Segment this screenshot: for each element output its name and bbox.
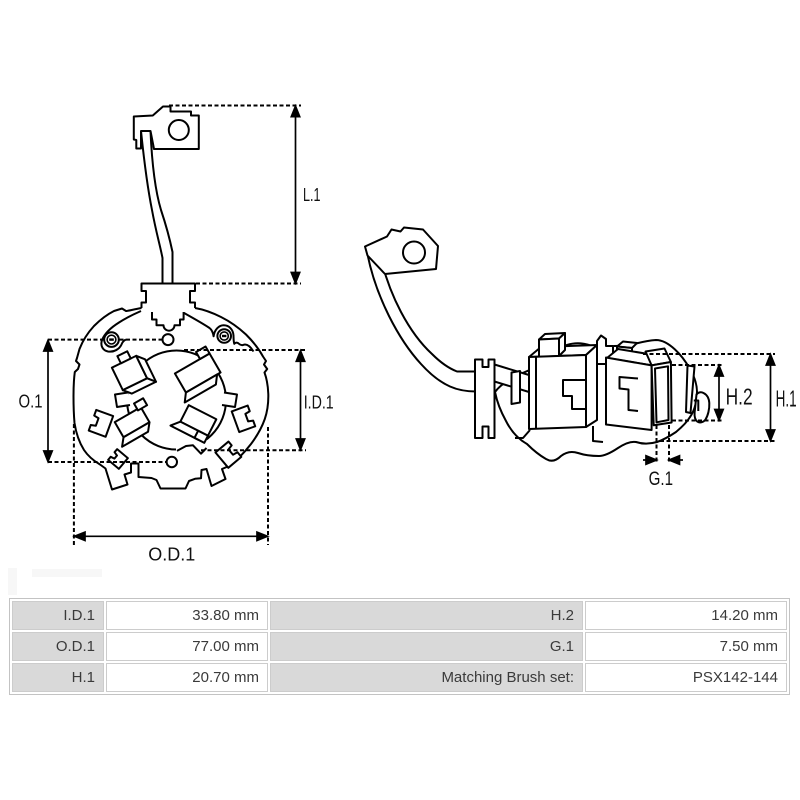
svg-text:O.D.1: O.D.1 bbox=[148, 544, 195, 565]
svg-text:L.1: L.1 bbox=[303, 185, 321, 205]
svg-text:O.1: O.1 bbox=[19, 392, 43, 412]
svg-text:H.2: H.2 bbox=[726, 383, 753, 409]
svg-text:H.1: H.1 bbox=[776, 385, 797, 411]
svg-text:I.D.1: I.D.1 bbox=[304, 392, 334, 413]
svg-text:G.1: G.1 bbox=[649, 469, 673, 490]
